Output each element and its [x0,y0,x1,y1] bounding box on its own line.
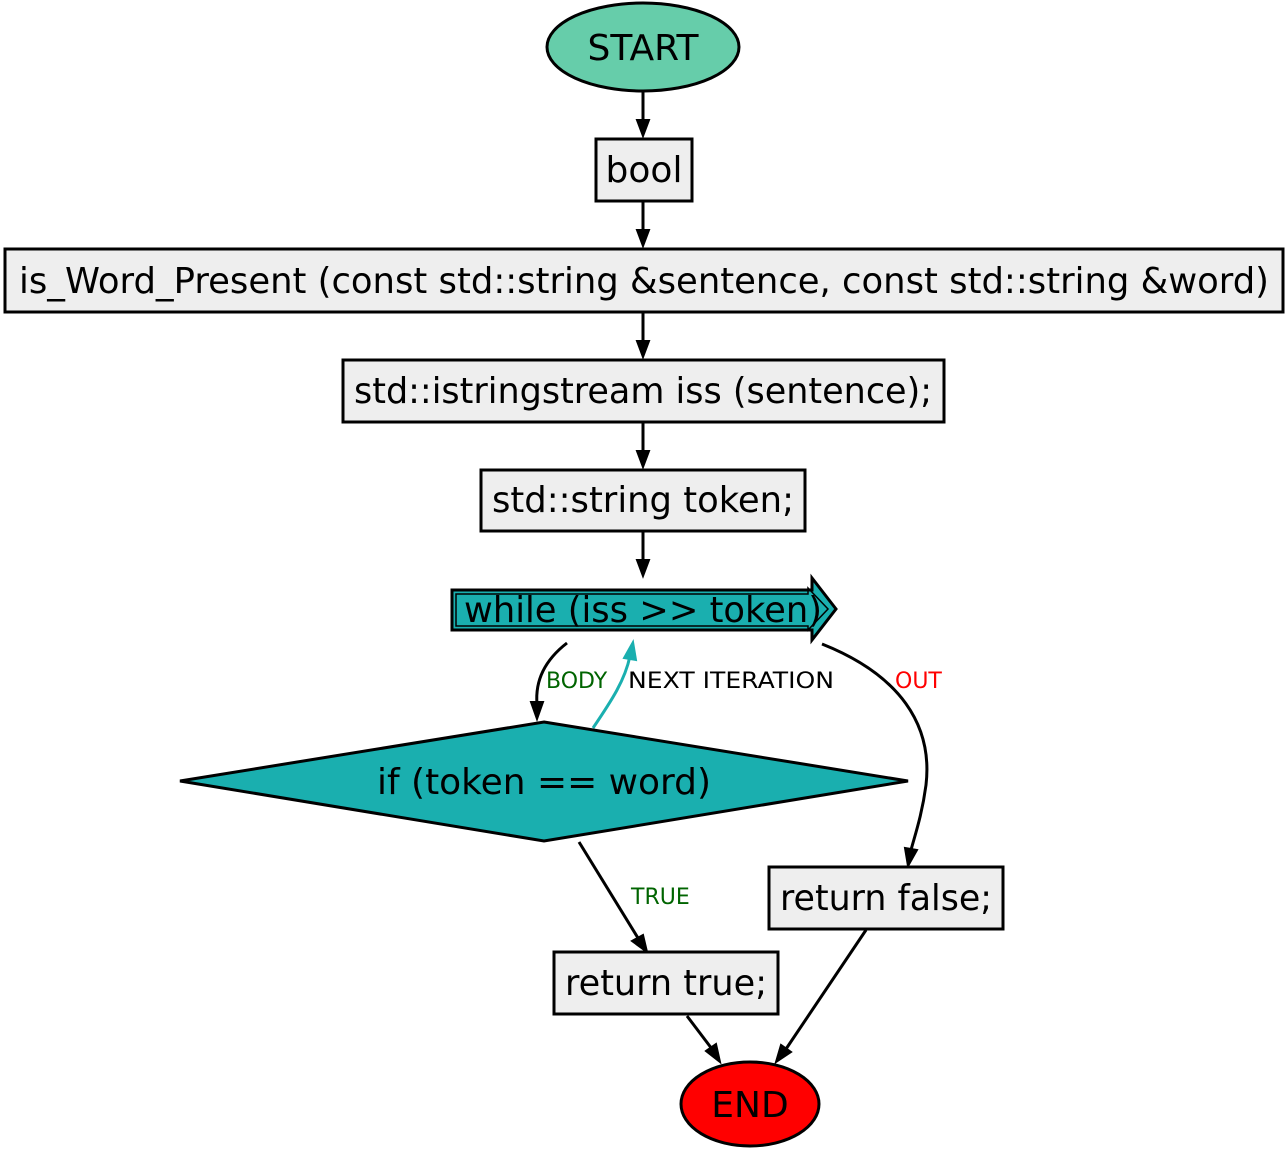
edge-if-while-next [591,655,632,729]
arrowhead-if-while-next [622,639,638,662]
iss-label: std::istringstream iss (sentence); [354,371,932,412]
return-true-box [552,950,780,1016]
edge-label-true: TRUE [630,885,690,910]
iss-node: std::istringstream iss (sentence); [341,358,946,424]
while-shape-inner [455,586,830,632]
arrowhead-while-if-body [529,701,545,723]
arrowhead-iss-token [635,450,651,470]
if-label: if (token == word) [377,762,711,803]
return-true-label: return true; [565,963,767,1004]
arrowhead-token-while [635,559,651,579]
bool-node: bool [594,137,694,203]
edge-label-next-iteration: NEXT ITERATION [628,669,834,694]
return-false-label: return false; [780,878,992,919]
edge-label-out: OUT [895,669,942,694]
edge-while-false-out [821,642,929,851]
signature-node: is_Word_Present (const std::string &sent… [3,247,1285,314]
if-node: if (token == word) [179,720,909,843]
signature-box [3,247,1285,314]
start-node: START [545,1,741,93]
edge-false-end [784,929,868,1050]
iss-box [341,358,946,424]
token-label: std::string token; [492,480,794,521]
if-diamond [179,720,909,843]
arrowhead-start-bool [635,119,651,139]
signature-label: is_Word_Present (const std::string &sent… [19,261,1269,302]
arrowhead-true-end [704,1042,722,1065]
end-ellipse [679,1060,821,1148]
arrowhead-signature-iss [635,340,651,360]
arrowhead-bool-signature [635,229,651,249]
edge-label-body: BODY [546,669,608,694]
bool-label: bool [606,150,683,191]
while-label: while (iss >> token) [464,590,822,631]
arrowhead-while-false-out [903,846,919,869]
end-node: END [679,1060,821,1148]
edge-while-if-body [535,641,568,705]
arrowhead-if-true [630,933,649,955]
end-label: END [711,1085,788,1126]
edge-if-true [577,841,640,939]
edge-true-end [685,1015,714,1050]
arrowhead-false-end [774,1043,793,1065]
start-label: START [587,28,699,69]
bool-box [594,137,694,203]
while-node: while (iss >> token) [450,573,838,645]
return-true-node: return true; [552,950,780,1016]
return-false-box [767,865,1005,931]
token-node: std::string token; [479,468,807,533]
token-box [479,468,807,533]
start-ellipse [545,1,741,93]
return-false-node: return false; [767,865,1005,931]
